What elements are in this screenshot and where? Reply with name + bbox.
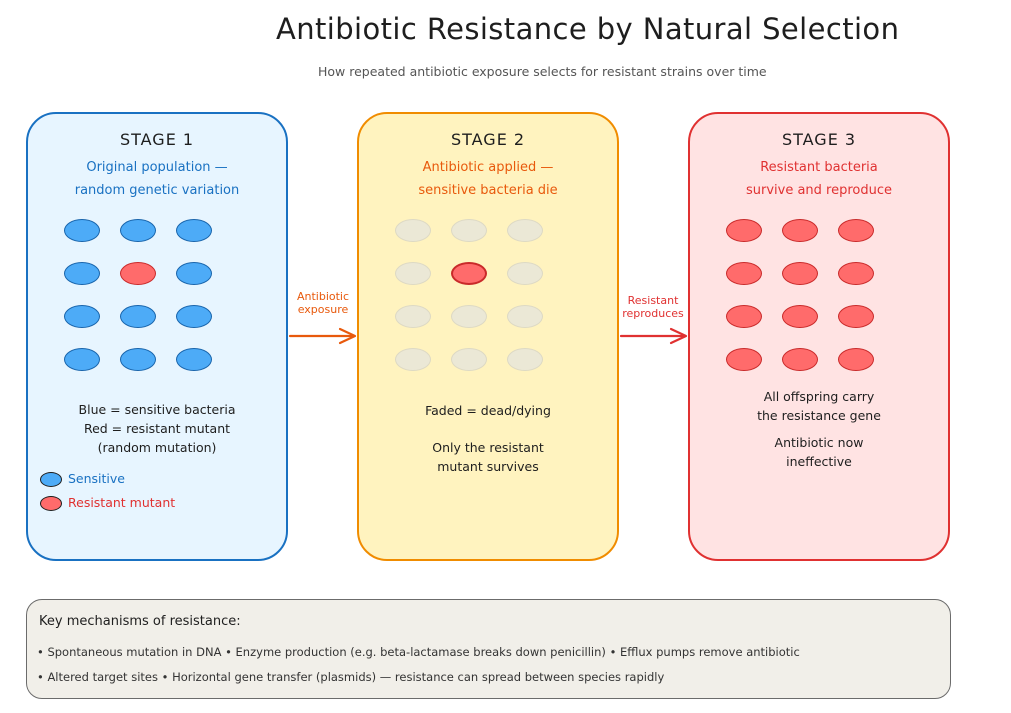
faded-bacterium	[451, 348, 487, 371]
stage-2-label: STAGE 2	[450, 130, 526, 149]
resistant-bacterium	[838, 348, 874, 371]
stage-1-note-line-2: Red = resistant mutant	[83, 421, 231, 436]
sensitive-bacterium	[120, 219, 156, 242]
resistant-bacterium	[726, 262, 762, 285]
legend-sensitive-label: Sensitive	[68, 471, 125, 486]
sensitive-bacterium	[120, 305, 156, 328]
legend-resistant-label: Resistant mutant	[68, 495, 176, 510]
arrow-2-label-line-1: Resistant	[627, 294, 679, 307]
stage-3-desc-line-2: survive and reproduce	[745, 183, 893, 198]
key-mechanisms-title: Key mechanisms of resistance:	[39, 614, 241, 629]
arrow-1-label-line-1: Antibiotic	[296, 290, 350, 303]
arrow-2-label: Resistant reproduces	[619, 294, 687, 320]
arrow-2-reproduces	[619, 327, 688, 345]
legend-sensitive-swatch	[40, 472, 62, 487]
sensitive-bacterium	[176, 219, 212, 242]
arrow-1-label-line-2: exposure	[297, 303, 349, 316]
faded-bacterium	[507, 348, 543, 371]
sensitive-bacterium	[64, 262, 100, 285]
faded-bacterium	[395, 262, 431, 285]
stage-3-description: Resistant bacteria survive and reproduce	[690, 156, 948, 202]
faded-bacterium	[507, 219, 543, 242]
resistant-bacterium	[838, 305, 874, 328]
sensitive-bacterium	[176, 348, 212, 371]
key-mechanisms-line-1: • Spontaneous mutation in DNA • Enzyme p…	[37, 645, 800, 659]
resistant-bacterium	[120, 262, 156, 285]
diagram-subtitle: How repeated antibiotic exposure selects…	[318, 64, 767, 79]
resistant-bacterium	[838, 219, 874, 242]
faded-bacterium	[451, 305, 487, 328]
key-mechanisms-box: Key mechanisms of resistance: • Spontane…	[26, 599, 951, 699]
sensitive-bacterium	[120, 348, 156, 371]
resistant-bacterium	[726, 348, 762, 371]
resistant-bacterium	[782, 262, 818, 285]
stage-3-label: STAGE 3	[781, 130, 857, 149]
stage-2-note-1: Faded = dead/dying	[425, 403, 551, 418]
stage-3-note-2-line-2: ineffective	[786, 454, 852, 469]
faded-bacterium	[395, 219, 431, 242]
faded-bacterium	[395, 348, 431, 371]
stage-3-note-2: Antibiotic now ineffective	[690, 433, 948, 471]
stage-2-note-2: Only the resistant mutant survives	[359, 438, 617, 476]
faded-bacterium	[451, 219, 487, 242]
stage-2-desc-line-1: Antibiotic applied —	[422, 160, 554, 175]
sensitive-bacterium	[176, 305, 212, 328]
faded-bacterium	[395, 305, 431, 328]
resistant-bacterium	[726, 305, 762, 328]
sensitive-bacterium	[64, 219, 100, 242]
stage-2-description: Antibiotic applied — sensitive bacteria …	[359, 156, 617, 202]
stage-3-panel: STAGE 3 Resistant bacteria survive and r…	[688, 112, 950, 561]
key-mechanisms-line-2: • Altered target sites • Horizontal gene…	[37, 670, 665, 684]
faded-bacterium	[507, 262, 543, 285]
stage-3-desc-line-1: Resistant bacteria	[760, 160, 878, 175]
stage-3-note-1-line-1: All offspring carry	[763, 389, 875, 404]
stage-2-note-2-line-2: mutant survives	[437, 459, 539, 474]
diagram-title: Antibiotic Resistance by Natural Selecti…	[276, 12, 900, 46]
stage-1-label: STAGE 1	[119, 130, 195, 149]
stage-3-note-1-line-2: the resistance gene	[757, 408, 881, 423]
resistant-bacterium	[451, 262, 487, 285]
stage-1-note: Blue = sensitive bacteria Red = resistan…	[28, 400, 286, 457]
stage-3-note-1: All offspring carry the resistance gene	[690, 387, 948, 425]
stage-2-panel: STAGE 2 Antibiotic applied — sensitive b…	[357, 112, 619, 561]
faded-bacterium	[507, 305, 543, 328]
sensitive-bacterium	[64, 305, 100, 328]
sensitive-bacterium	[176, 262, 212, 285]
arrow-1-label: Antibiotic exposure	[290, 290, 356, 316]
resistant-bacterium	[782, 305, 818, 328]
arrow-2-label-line-2: reproduces	[622, 307, 684, 320]
stage-1-note-line-1: Blue = sensitive bacteria	[78, 402, 236, 417]
stage-2-desc-line-2: sensitive bacteria die	[418, 183, 558, 198]
sensitive-bacterium	[64, 348, 100, 371]
stage-2-note-2-line-1: Only the resistant	[432, 440, 544, 455]
stage-3-note-2-line-1: Antibiotic now	[774, 435, 864, 450]
arrow-1-exposure	[288, 327, 357, 345]
legend-resistant-swatch	[40, 496, 62, 511]
resistant-bacterium	[838, 262, 874, 285]
stage-1-desc-line-2: random genetic variation	[74, 183, 240, 198]
stage-1-description: Original population — random genetic var…	[28, 156, 286, 202]
stage-1-panel: STAGE 1 Original population — random gen…	[26, 112, 288, 561]
stage-1-note-line-3: (random mutation)	[97, 440, 217, 455]
resistant-bacterium	[782, 219, 818, 242]
resistant-bacterium	[726, 219, 762, 242]
stage-1-desc-line-1: Original population —	[86, 160, 228, 175]
resistant-bacterium	[782, 348, 818, 371]
